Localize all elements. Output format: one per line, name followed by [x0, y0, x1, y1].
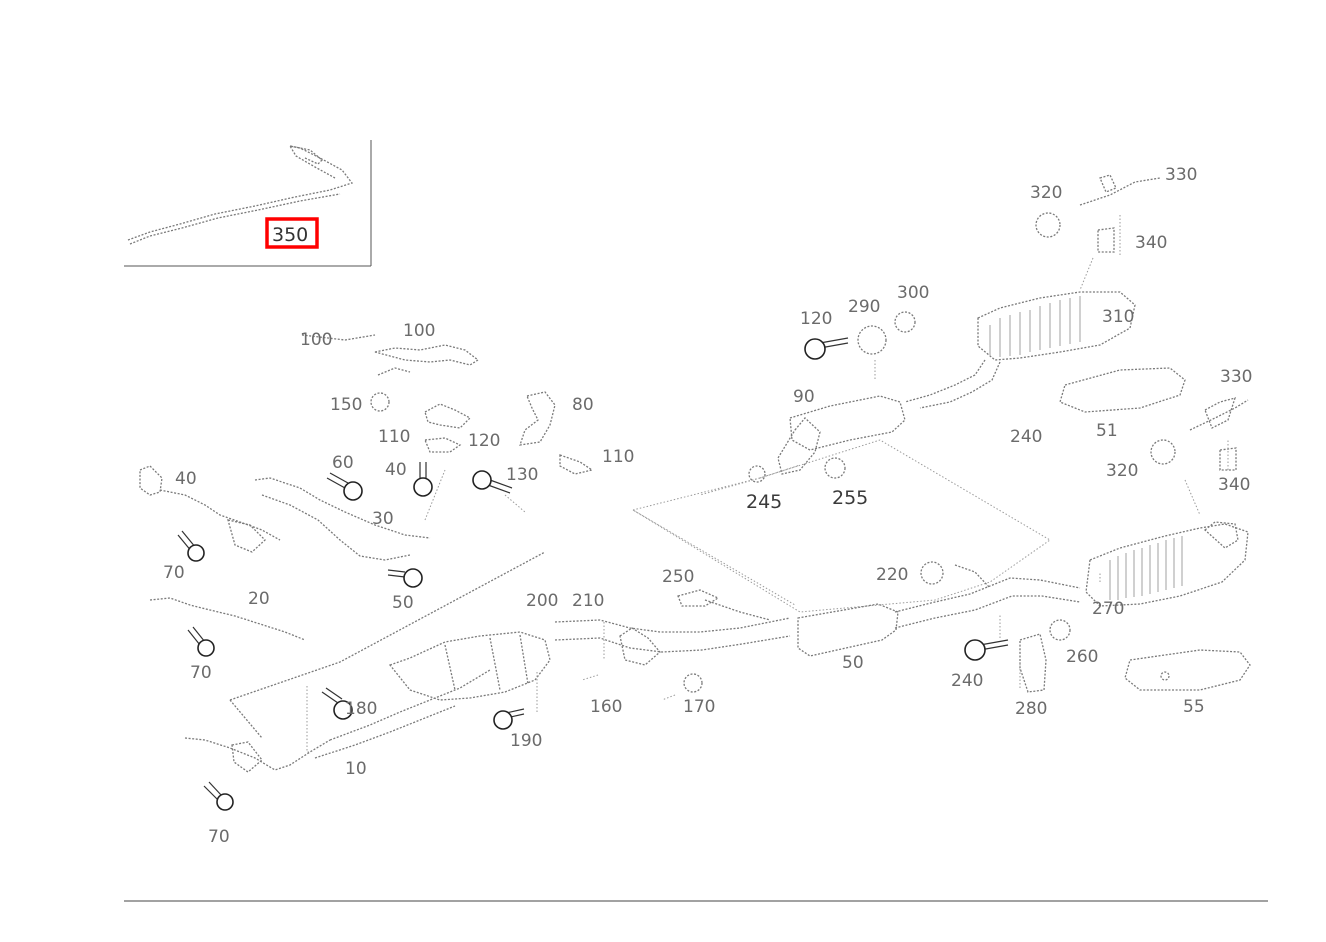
label-250[interactable]: 250 [662, 567, 694, 587]
label-50-a[interactable]: 50 [392, 593, 414, 613]
clamp-110[interactable] [424, 403, 472, 453]
label-200[interactable]: 200 [526, 591, 558, 611]
label-20[interactable]: 20 [248, 589, 270, 609]
label-40-b[interactable]: 40 [385, 460, 407, 480]
bolt-130[interactable] [472, 470, 513, 494]
bolt-120[interactable] [804, 337, 849, 360]
heat-shield-51[interactable] [1059, 367, 1186, 413]
label-60[interactable]: 60 [332, 453, 354, 473]
rubber-mount-220[interactable] [920, 561, 944, 585]
label-70-c[interactable]: 70 [208, 827, 230, 847]
label-220[interactable]: 220 [876, 565, 908, 585]
label-120-right[interactable]: 120 [800, 309, 832, 329]
rear-muffler-upper[interactable] [904, 291, 1136, 409]
label-290[interactable]: 290 [848, 297, 880, 317]
label-55[interactable]: 55 [1183, 697, 1205, 717]
label-240-b[interactable]: 240 [1010, 427, 1042, 447]
rubber-mount-255[interactable] [824, 457, 846, 479]
label-70-b[interactable]: 70 [190, 663, 212, 683]
bolt-40[interactable] [413, 462, 433, 497]
rubber-mount-290[interactable] [857, 311, 916, 355]
label-51[interactable]: 51 [1096, 421, 1118, 441]
label-100-b[interactable]: 100 [300, 330, 332, 350]
rear-muffler-right[interactable] [1085, 521, 1249, 607]
leader-lines [306, 215, 1229, 753]
label-240[interactable]: 240 [951, 671, 983, 691]
label-160[interactable]: 160 [590, 697, 622, 717]
label-270[interactable]: 270 [1092, 599, 1124, 619]
rubber-mount-245[interactable] [748, 465, 766, 483]
bolt-240[interactable] [964, 639, 1009, 661]
bracket-80[interactable] [519, 391, 594, 475]
clamp-230[interactable] [954, 564, 991, 589]
bolt-70-top[interactable] [177, 530, 205, 562]
label-300[interactable]: 300 [897, 283, 929, 303]
label-130[interactable]: 130 [506, 465, 538, 485]
label-280[interactable]: 280 [1015, 699, 1047, 719]
label-100-a[interactable]: 100 [403, 321, 435, 341]
bolt-60[interactable] [326, 472, 363, 501]
bolt-50[interactable] [387, 568, 423, 588]
label-180-a[interactable]: 180 [345, 699, 377, 719]
hanger-330[interactable] [1150, 397, 1249, 471]
label-10[interactable]: 10 [345, 759, 367, 779]
bolt-190[interactable] [493, 708, 525, 730]
label-330-a[interactable]: 330 [1165, 165, 1197, 185]
intermediate-pipe-upper[interactable] [777, 395, 906, 475]
label-170[interactable]: 170 [683, 697, 715, 717]
bolt-180[interactable] [321, 687, 353, 720]
label-110-a[interactable]: 110 [378, 427, 410, 447]
label-350[interactable]: 350 [272, 224, 308, 246]
bolt-70-bottom[interactable] [203, 781, 234, 811]
label-340-a[interactable]: 340 [1135, 233, 1167, 253]
hanger-280[interactable] [1019, 619, 1071, 693]
front-pipe-assembly[interactable] [139, 465, 551, 773]
label-245[interactable]: 245 [746, 491, 782, 513]
label-190[interactable]: 190 [510, 731, 542, 751]
part-350-strap[interactable] [127, 145, 354, 245]
label-330-b[interactable]: 330 [1220, 367, 1252, 387]
heat-shield-55[interactable] [1124, 649, 1251, 691]
underbody-outline [632, 439, 1051, 613]
label-210[interactable]: 210 [572, 591, 604, 611]
label-110-b[interactable]: 110 [602, 447, 634, 467]
label-70-a[interactable]: 70 [163, 563, 185, 583]
rubber-mount-170[interactable] [683, 673, 703, 693]
label-320-a[interactable]: 320 [1030, 183, 1062, 203]
callout-labels: 350 100 100 150 80 110 110 120 130 40 40… [163, 165, 1252, 847]
hanger-bracket-100[interactable] [301, 334, 480, 412]
highlight-box-350 [265, 217, 319, 249]
label-50-b[interactable]: 50 [842, 653, 864, 673]
label-320-b[interactable]: 320 [1106, 461, 1138, 481]
label-310[interactable]: 310 [1102, 307, 1134, 327]
label-150[interactable]: 150 [330, 395, 362, 415]
label-80[interactable]: 80 [572, 395, 594, 415]
label-260[interactable]: 260 [1066, 647, 1098, 667]
label-120-left[interactable]: 120 [468, 431, 500, 451]
bolt-70-mid[interactable] [187, 626, 215, 657]
middle-pipe-resonator[interactable] [554, 577, 1081, 666]
label-90[interactable]: 90 [793, 387, 815, 407]
clamp-250[interactable] [677, 589, 771, 621]
label-30[interactable]: 30 [372, 509, 394, 529]
label-40-a[interactable]: 40 [175, 469, 197, 489]
hanger-320[interactable] [1035, 174, 1161, 253]
label-255[interactable]: 255 [832, 487, 868, 509]
inset-frame [124, 140, 372, 267]
label-340-b[interactable]: 340 [1218, 475, 1250, 495]
